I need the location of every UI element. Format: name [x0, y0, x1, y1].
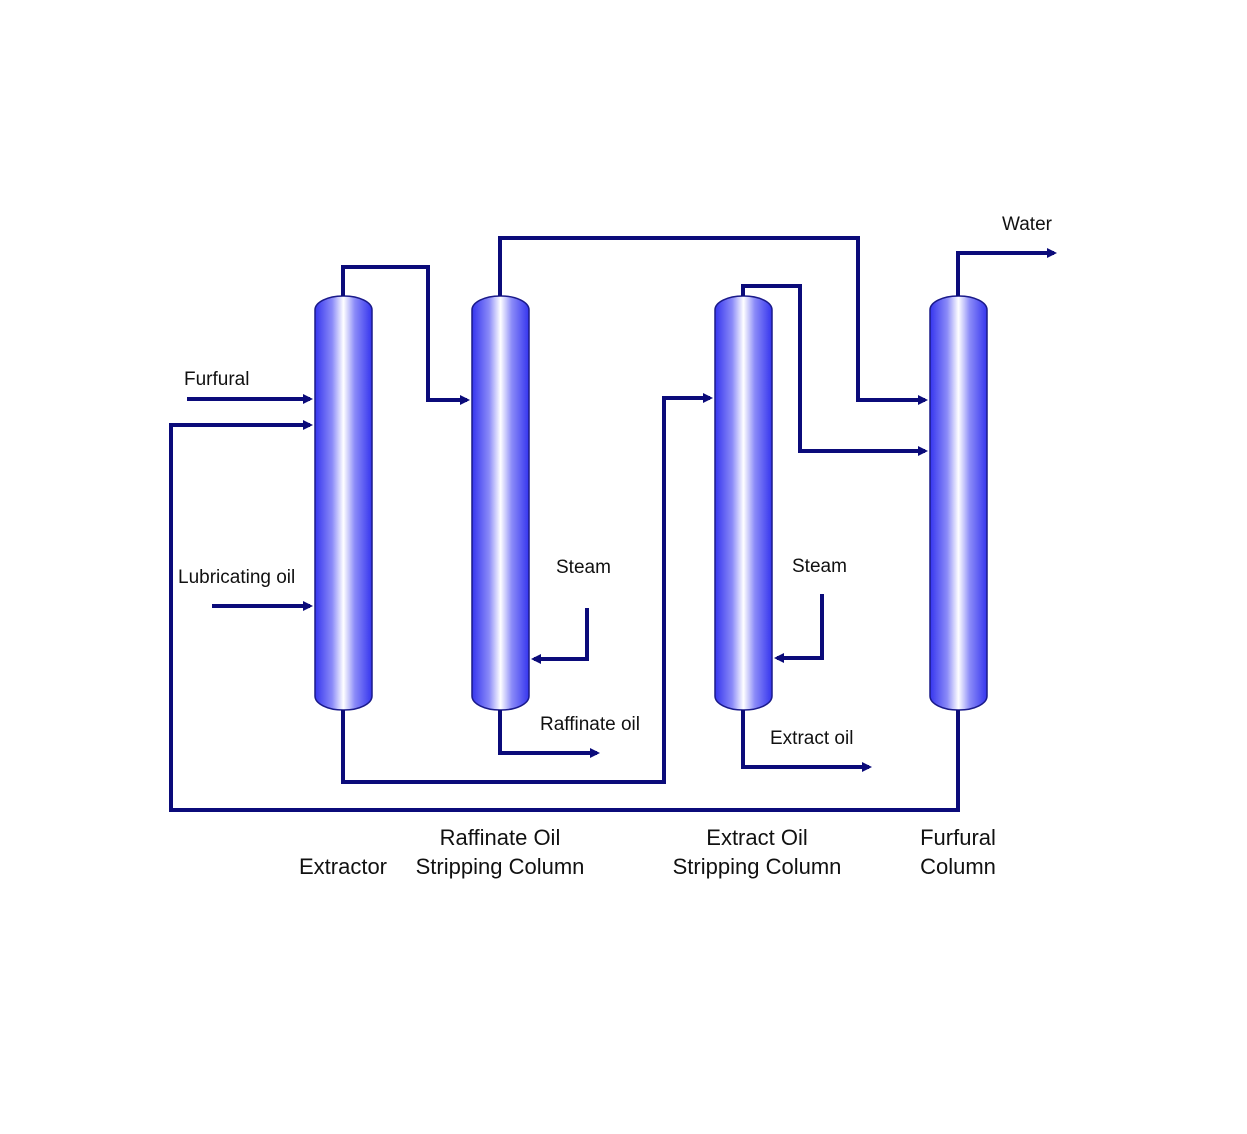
steam-line-1 [531, 608, 589, 664]
lubricating-oil-label: Lubricating oil [178, 567, 295, 588]
raffinate-oil-label: Raffinate oil [540, 714, 640, 735]
steam-line-2 [774, 594, 824, 663]
pipes [169, 236, 1057, 812]
extract-overhead-line [741, 284, 928, 456]
raffinate-stripping-column [471, 295, 530, 711]
extract-column-label-line1: Extract Oil [706, 825, 807, 850]
extractor-overhead-line [341, 265, 470, 405]
extract-oil-outlet-line [741, 710, 872, 772]
steam-label-1: Steam [556, 557, 611, 578]
extract-oil-label: Extract oil [770, 728, 853, 749]
raffinate-overhead-line [498, 236, 928, 405]
furfural-feed-label: Furfural [184, 369, 249, 390]
extractor-label: Extractor [299, 854, 387, 879]
furfural-column-label-line1: Furfural [920, 825, 996, 850]
steam-label-2: Steam [792, 556, 847, 577]
raffinate-oil-outlet-line [498, 710, 600, 758]
furfural-column-label-line2: Column [920, 854, 996, 879]
water-outlet-line [956, 248, 1057, 296]
raffinate-column-label-line2: Stripping Column [416, 854, 585, 879]
raffinate-column-label-line1: Raffinate Oil [440, 825, 561, 850]
furfural-recycle-line [169, 420, 960, 812]
extract-stripping-column [714, 295, 773, 711]
water-label: Water [1002, 214, 1053, 235]
furfural-column [929, 295, 988, 711]
extractor-bottoms-line [341, 393, 713, 784]
extract-column-label-line2: Stripping Column [673, 854, 842, 879]
extractor-column [314, 295, 373, 711]
